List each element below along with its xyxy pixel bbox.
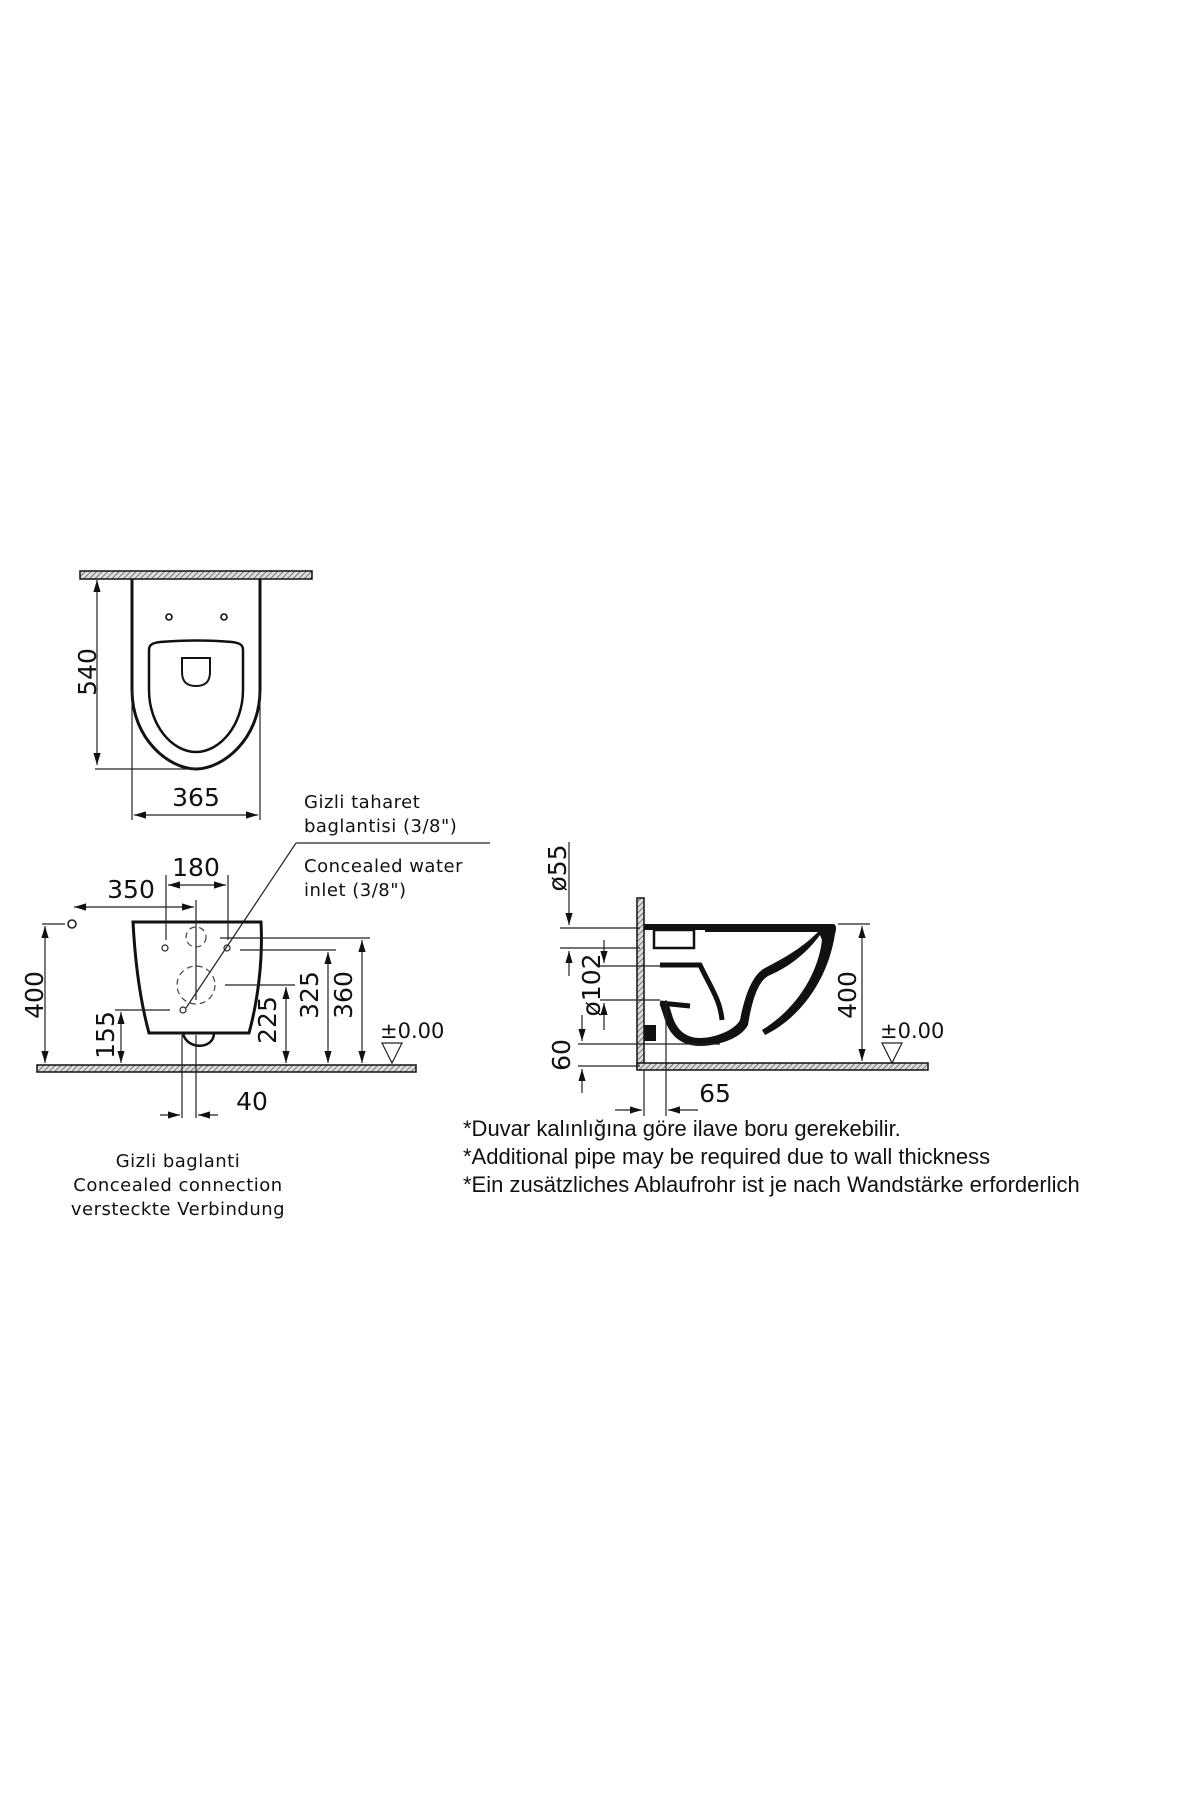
dim-180: 180: [172, 853, 220, 882]
level-side: ±0.00: [880, 1019, 944, 1043]
fixing-hole-right: [220, 613, 228, 621]
caption-en: Concealed connection: [73, 1175, 282, 1196]
seat-outline: [147, 639, 245, 754]
floor-hatch: [36, 1064, 417, 1073]
dim-365: 365: [172, 783, 220, 812]
level-front: ±0.00: [380, 1019, 444, 1043]
side-view: ø55 ø102 60 400 ±0.00 65: [543, 842, 944, 1116]
dim-400-side: 400: [833, 971, 862, 1019]
note-de: *Ein zusätzliches Ablaufrohr ist je nach…: [463, 1172, 1080, 1197]
front-outlet: [181, 1032, 216, 1047]
callout-tr-line1: Gizli taharet: [304, 792, 420, 813]
dim-225: 225: [253, 996, 282, 1044]
dim-360: 360: [329, 971, 358, 1019]
dim-350: 350: [107, 875, 155, 904]
wall-hatch: [79, 570, 313, 580]
side-bowl-profile: [644, 924, 837, 1046]
note-en: *Additional pipe may be required due to …: [463, 1144, 990, 1169]
bowl-outline: [130, 579, 262, 771]
fixing-hole-left: [165, 613, 173, 621]
callout-en-line1: Concealed water: [304, 856, 463, 877]
callout: Gizli taharet baglantisi (3/8") Conceale…: [185, 792, 490, 1009]
dim-60: 60: [547, 1039, 576, 1071]
dim-65: 65: [699, 1079, 731, 1108]
dim-325: 325: [295, 971, 324, 1019]
front-view: 350 180 400 155 225 325 360 ±0.00 40: [20, 853, 444, 1220]
caption-tr: Gizli baglanti: [116, 1151, 241, 1172]
dim-155: 155: [91, 1011, 120, 1059]
lid-recess: [181, 657, 211, 688]
top-view: 540 365: [73, 570, 313, 820]
notes: *Duvar kalınlığına göre ilave boru gerek…: [463, 1116, 1080, 1197]
bidet-point: [67, 919, 77, 929]
dim-40: 40: [236, 1087, 268, 1116]
side-floor-hatch: [636, 1062, 929, 1071]
outlet-circle: [176, 965, 216, 1005]
dim-540: 540: [73, 648, 102, 696]
caption-de: versteckte Verbindung: [71, 1199, 285, 1220]
front-body-outline: [131, 920, 263, 1035]
dim-o102: ø102: [577, 953, 606, 1016]
dim-o55: ø55: [543, 844, 572, 891]
callout-en-line2: inlet (3/8"): [304, 880, 407, 901]
side-wall-hatch: [636, 897, 645, 1069]
callout-tr-line2: baglantisi (3/8"): [304, 816, 457, 837]
dim-400-front: 400: [20, 971, 49, 1019]
note-tr: *Duvar kalınlığına göre ilave boru gerek…: [463, 1116, 901, 1141]
